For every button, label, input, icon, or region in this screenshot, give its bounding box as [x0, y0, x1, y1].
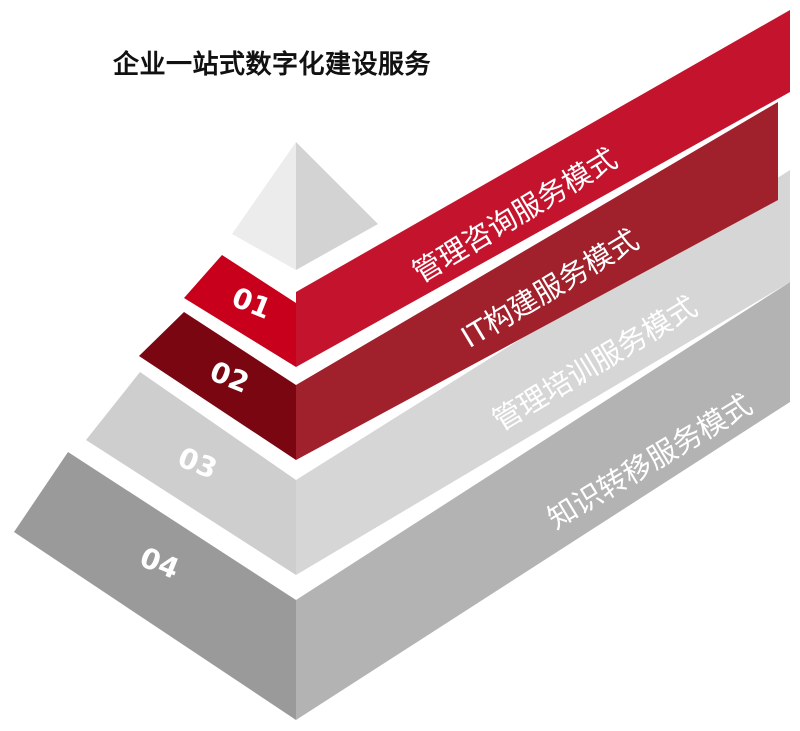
level-2-band [296, 102, 778, 460]
level-4-band [296, 282, 790, 720]
level-3-band [296, 170, 790, 575]
level-4-left-face [14, 452, 296, 720]
apex-left-face [232, 142, 296, 270]
level-3-left-face [86, 372, 296, 575]
level-1-left-face [184, 255, 296, 367]
level-2-left-face [139, 312, 296, 460]
apex-right-face [296, 142, 378, 270]
diagram-title: 企业一站式数字化建设服务 [113, 50, 432, 80]
level-1-band [296, 10, 790, 367]
